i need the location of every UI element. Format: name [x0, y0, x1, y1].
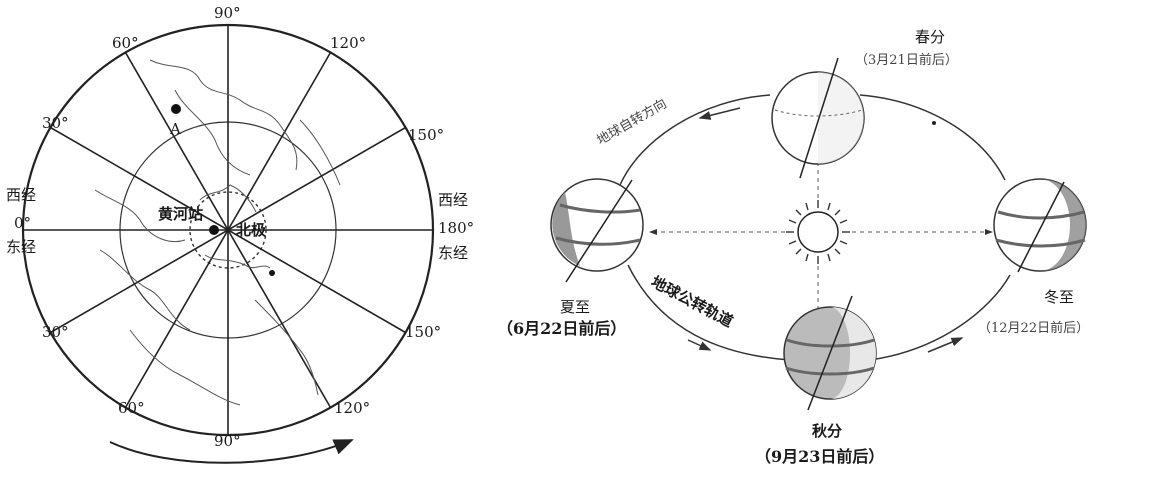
label-left-0: 0° [14, 214, 31, 232]
label-bottom-left-60: 60° [118, 399, 145, 417]
orbit-arrow-bottom-right [927, 337, 964, 353]
sun-icon [786, 200, 850, 264]
polar-map: A 黄河站 北极 90° 60° 120° 30° 150° 西经 0° 东经 … [6, 4, 474, 464]
spring-equinox-date: （3月21日前后） [855, 52, 958, 68]
small-point-marker [269, 270, 275, 276]
label-right-east: 东经 [438, 244, 468, 262]
summer-solstice-name: 夏至 [560, 298, 590, 316]
orbit-arrow-bottom-left [687, 339, 712, 351]
earth-axis [807, 295, 853, 411]
earth-winter [993, 178, 1087, 273]
label-lower-left-30: 30° [42, 323, 69, 341]
label-top-left-60: 60° [112, 34, 139, 52]
earth-axis [1017, 181, 1065, 273]
label-upper-left-30: 30° [42, 114, 69, 132]
winter-solstice-name: 冬至 [1044, 288, 1074, 306]
pole-label: 北极 [236, 221, 267, 239]
small-dot [932, 121, 936, 125]
label-left-west: 西经 [6, 186, 36, 204]
orbit-arrow-top [698, 107, 741, 120]
station-marker [209, 225, 219, 235]
winter-solstice-date: （12月22日前后） [978, 320, 1089, 336]
rotation-direction-arrow [109, 439, 354, 464]
earth-spring [771, 57, 865, 179]
point-a-marker [171, 104, 181, 114]
label-top-90: 90° [214, 4, 241, 22]
coastlines [94, 59, 341, 406]
label-left-east: 东经 [6, 238, 36, 256]
label-right-180: 180° [438, 219, 474, 237]
meridian-labels: 90° 60° 120° 30° 150° 西经 0° 东经 西经 180° 东… [6, 4, 474, 450]
meridian-150-30 [50, 126, 406, 334]
autumn-equinox-name: 秋分 [812, 422, 842, 440]
station-label: 黄河站 [158, 205, 203, 223]
label-right-west: 西经 [438, 191, 468, 209]
label-upper-right-150: 150° [408, 126, 444, 144]
label-bottom-right-120: 120° [334, 399, 370, 417]
autumn-equinox-date: （9月23日前后） [755, 447, 884, 466]
orbit-diagram: 地球自转方向 地球公转轨道 春分 （3月21日前后） 夏至 （6月22日前后） … [497, 28, 1089, 466]
point-a-label: A [169, 120, 181, 138]
earth-axis [799, 57, 839, 179]
spring-equinox-name: 春分 [915, 28, 945, 46]
earth-axis [565, 179, 633, 283]
orbit-path [619, 94, 1011, 361]
label-bottom-90: 90° [214, 432, 241, 450]
revolution-orbit-label: 地球公转轨道 [648, 273, 736, 331]
label-top-right-120: 120° [330, 34, 366, 52]
earth-autumn [783, 295, 877, 411]
meridian-lines [23, 25, 433, 435]
rotation-direction-label: 地球自转方向 [594, 96, 670, 149]
earth-summer [550, 178, 644, 283]
summer-solstice-date: （6月22日前后） [497, 319, 626, 338]
label-lower-right-150: 150° [405, 323, 441, 341]
